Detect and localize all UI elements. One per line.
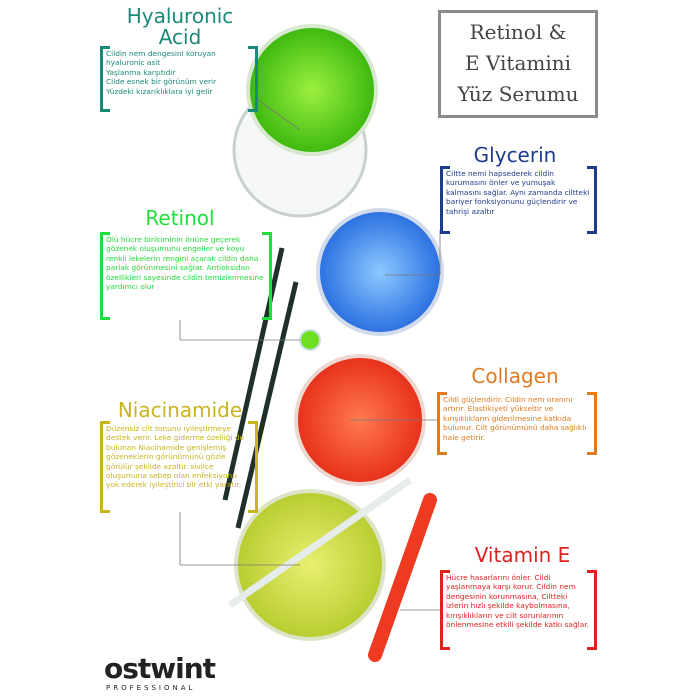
line: Cildin nem dengesini koruyan [106, 49, 216, 58]
vitamin-e-description: Hücre hasarlarını önler. Cildi yaşlanmay… [440, 570, 597, 650]
collagen-description: Cildi güçlendirir. Cildin nem oranını ar… [437, 392, 597, 455]
leader-lines [179, 99, 441, 611]
line: Cilde esnek bir görünüm verir [106, 77, 217, 87]
green-petri-dish [246, 24, 378, 156]
glass-rod [228, 477, 412, 608]
hyaluronic-title: Hyaluronic Acid [100, 6, 260, 48]
red-test-tube [368, 493, 437, 662]
pipette [235, 281, 299, 529]
logo-name: ostwint [104, 652, 216, 685]
collagen-title: Collagen [471, 364, 559, 388]
glycerin-description: Ciltte nemi hapsederek cildin kurumasını… [440, 166, 597, 234]
brand-logo: ostwint PROFESSIONAL [104, 652, 216, 693]
vitamin-e-title: Vitamin E [474, 543, 571, 567]
retinol-title: Retinol [145, 206, 215, 230]
line: Yüzdeki kızarıklıklara iyi gelir [106, 86, 213, 96]
line: hyaluronic asit [106, 58, 161, 68]
blue-petri-dish [316, 208, 444, 336]
title-line: Yüz Serumu [457, 82, 579, 106]
title-line: Retinol & [469, 20, 567, 44]
title-line: E Vitamini [464, 51, 572, 75]
logo-subtitle: PROFESSIONAL [106, 684, 196, 692]
retinol-description: Ölü hücre birikiminin önüne geçerek göze… [100, 232, 272, 320]
title-line: Hyaluronic [126, 4, 234, 28]
niacinamide-title: Niacinamide [117, 398, 243, 422]
pipette [222, 247, 285, 501]
glycerin-title: Glycerin [473, 143, 557, 167]
product-title: Retinol & E Vitamini Yüz Serumu [438, 10, 598, 118]
green-drop [299, 329, 321, 351]
line: Yaşlanma karşıtıdır [106, 67, 176, 77]
hyaluronic-description: Cildin nem dengesini koruyan hyaluronic … [100, 46, 258, 112]
title-line: Acid [158, 25, 202, 49]
niacinamide-description: Düzensiz cilt tonunu iyileştirmeye deste… [100, 421, 258, 513]
